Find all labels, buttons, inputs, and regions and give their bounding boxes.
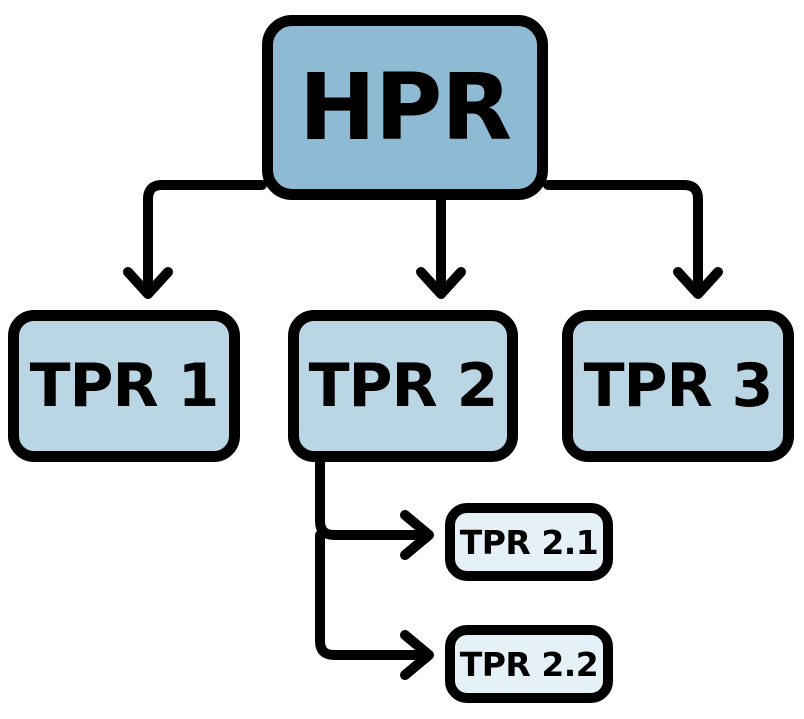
edge-hpr-to-tpr1-line — [143, 180, 267, 295]
node-tpr-2[interactable]: TPR 2 — [288, 310, 518, 462]
edge-hpr-to-tpr3-line — [543, 180, 703, 295]
node-tpr-2-1-label: TPR 2.1 — [459, 522, 599, 562]
node-tpr-1-label: TPR 1 — [29, 351, 220, 421]
node-tpr-1[interactable]: TPR 1 — [8, 310, 240, 462]
node-tpr-2-2-label: TPR 2.2 — [459, 644, 599, 684]
node-tpr-3[interactable]: TPR 3 — [562, 310, 794, 462]
node-tpr-2-2[interactable]: TPR 2.2 — [445, 625, 613, 703]
node-hpr-label: HPR — [298, 53, 512, 161]
node-hpr[interactable]: HPR — [262, 15, 548, 200]
edge-tpr2-to-tpr21-arrowhead — [400, 510, 434, 560]
edge-hpr-to-tpr2-arrowhead — [416, 267, 466, 299]
node-tpr-3-label: TPR 3 — [583, 351, 774, 421]
node-tpr-2-1[interactable]: TPR 2.1 — [445, 503, 613, 581]
edge-tpr2-to-tpr22-line — [315, 530, 430, 660]
edge-hpr-to-tpr1-arrowhead — [123, 267, 173, 299]
node-tpr-2-label: TPR 2 — [308, 351, 499, 421]
edge-hpr-to-tpr3-arrowhead — [673, 267, 723, 299]
edge-tpr2-to-tpr22-arrowhead — [400, 630, 434, 680]
